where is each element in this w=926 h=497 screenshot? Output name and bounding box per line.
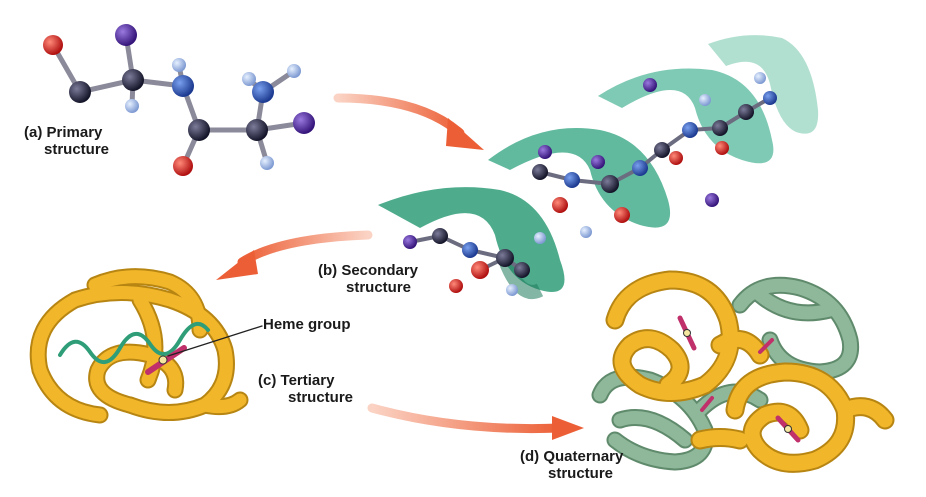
nitrogen-atom xyxy=(172,75,194,97)
hydrogen-atom xyxy=(242,72,256,86)
tertiary-structure xyxy=(29,268,263,424)
carbon-atom xyxy=(188,119,210,141)
tertiary-tag: (c) xyxy=(258,372,277,389)
alpha-carbon-atom xyxy=(246,119,268,141)
secondary-word: Secondary xyxy=(341,262,419,279)
secondary-tag: (b) xyxy=(318,262,338,279)
helix-ribbon-turn xyxy=(488,128,671,228)
oxygen-atom xyxy=(173,156,193,176)
oxygen-atom xyxy=(471,261,489,279)
hydrogen-atom xyxy=(534,232,546,244)
arrow-c-to-d xyxy=(367,403,584,440)
carbon-atom xyxy=(532,164,548,180)
tertiary-structure-label: (c) Tertiary structure xyxy=(258,372,353,406)
quaternary-tag: (d) xyxy=(520,448,540,465)
helix-ribbon xyxy=(58,321,210,364)
hydrogen-atom xyxy=(287,64,301,78)
carbon-atom xyxy=(654,142,670,158)
heme-label-leader xyxy=(167,325,263,357)
hydrogen-atom xyxy=(754,72,766,84)
carbon-atom xyxy=(601,175,619,193)
oxygen-atom xyxy=(669,151,683,165)
nitrogen-atom xyxy=(763,91,777,105)
r-group-atom xyxy=(643,78,657,92)
carbon-atom xyxy=(432,228,448,244)
oxygen-atom xyxy=(715,141,729,155)
secondary-structure-label: (b) Secondary structure xyxy=(318,262,418,296)
hydrogen-atom xyxy=(260,156,274,170)
carbon-atom xyxy=(496,249,514,267)
primary-structure-molecule xyxy=(43,24,315,176)
primary-word: Primary xyxy=(46,124,103,141)
helix-ribbon-turn xyxy=(708,35,819,134)
r-group-atom xyxy=(115,24,137,46)
hydrogen-atom xyxy=(125,99,139,113)
nitrogen-atom xyxy=(462,242,478,258)
heme-group xyxy=(758,338,774,354)
tertiary-structure-word: structure xyxy=(288,389,354,406)
hydrogen-atom xyxy=(580,226,592,238)
alpha-helix xyxy=(378,35,819,299)
heme-group xyxy=(700,396,714,412)
alpha-carbon-atom xyxy=(122,69,144,91)
heme-group-label: Heme group xyxy=(263,316,351,333)
r-group-atom xyxy=(538,145,552,159)
oxygen-atom xyxy=(43,35,63,55)
primary-structure-word: structure xyxy=(44,141,110,158)
primary-tag: (a) xyxy=(24,124,43,141)
primary-structure-label: (a) Primary structure xyxy=(24,124,109,158)
hydrogen-atom xyxy=(172,58,186,72)
carbon-atom xyxy=(738,104,754,120)
quaternary-word: Quaternary xyxy=(543,448,624,465)
hydrogen-atom xyxy=(506,284,518,296)
r-group-atom xyxy=(705,193,719,207)
quaternary-structure-label: (d) Quaternary structure xyxy=(520,448,623,482)
nitrogen-atom xyxy=(682,122,698,138)
oxygen-atom xyxy=(449,279,463,293)
heme-iron xyxy=(158,355,168,365)
arrow-a-to-b xyxy=(333,93,484,150)
secondary-structure-word: structure xyxy=(346,279,412,296)
nitrogen-atom xyxy=(632,160,648,176)
carbon-atom xyxy=(712,120,728,136)
helix-ribbon-turn xyxy=(598,68,774,164)
r-group-atom xyxy=(591,155,605,169)
carbon-atom xyxy=(69,81,91,103)
quaternary-structure-word: structure xyxy=(548,465,614,482)
hydrogen-atom xyxy=(699,94,711,106)
r-group-atom xyxy=(293,112,315,134)
r-group-atom xyxy=(403,235,417,249)
oxygen-atom xyxy=(614,207,630,223)
nitrogen-atom xyxy=(252,81,274,103)
nitrogen-atom xyxy=(564,172,580,188)
tertiary-word: Tertiary xyxy=(280,372,335,389)
oxygen-atom xyxy=(552,197,568,213)
quaternary-structure xyxy=(591,270,895,473)
arrow-b-to-c xyxy=(216,230,373,280)
carbon-atom xyxy=(514,262,530,278)
